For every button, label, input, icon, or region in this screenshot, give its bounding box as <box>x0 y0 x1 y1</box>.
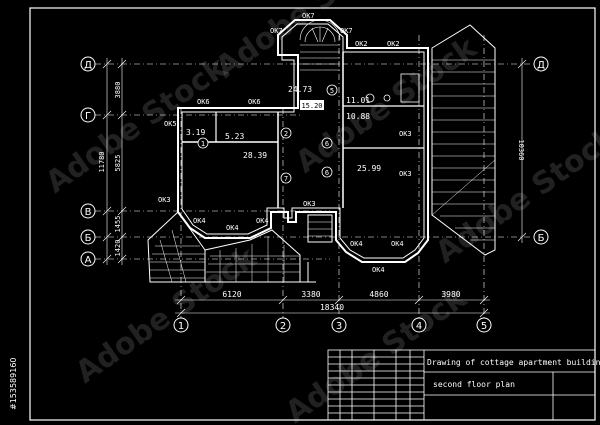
window-tag-ok4-d: OK4 <box>350 240 363 248</box>
window-tag-ok6-a: OK6 <box>197 98 210 106</box>
dim-bottom-total: 18340 <box>320 303 344 312</box>
window-tag-ok2-b: OK2 <box>387 40 400 48</box>
axis-label-b: Б <box>85 233 92 244</box>
staircase <box>299 19 341 71</box>
axis-label-v: В <box>85 207 92 218</box>
title-block-subtitle: second floor plan <box>433 380 515 389</box>
window-tag-ok4-c: OK4 <box>256 217 269 225</box>
window-tag-ok6-b: OK6 <box>248 98 261 106</box>
dim-bottom-6120: 6120 <box>222 290 241 299</box>
door-tag-6b: 6 <box>325 169 329 177</box>
axis-label-5: 5 <box>481 321 487 332</box>
axis-label-g: Г <box>85 111 91 122</box>
title-block <box>327 349 596 421</box>
door-tag-1: 1 <box>201 140 205 148</box>
door-tag-6: 6 <box>325 140 329 148</box>
dim-left-1420: 1420 <box>114 240 122 257</box>
room-area-24-73: 24.73 <box>288 85 312 94</box>
axis-label-d-right: Д <box>537 60 545 71</box>
window-tag-ok5: OK5 <box>164 120 177 128</box>
axis-bubbles-left <box>80 56 96 267</box>
window-tag-ok4-e: OK4 <box>391 240 404 248</box>
room-area-25-99: 25.99 <box>357 164 381 173</box>
left-dimension-lines <box>102 58 127 265</box>
dim-left-total: 11780 <box>98 151 106 172</box>
section-mark <box>300 262 316 283</box>
room-area-11-01: 11.01 <box>346 96 370 105</box>
dim-left-1455: 1455 <box>114 216 122 233</box>
dim-left-3880: 3880 <box>114 82 122 99</box>
room-area-5-23: 5.23 <box>225 132 244 141</box>
dim-right-total: 10360 <box>517 139 525 160</box>
door-tag-5: 5 <box>330 87 334 95</box>
roof-hatch-entry <box>307 214 333 243</box>
stock-id-text: #153589160 <box>9 357 18 410</box>
axis-bubbles-bottom <box>173 317 492 333</box>
axis-label-d: Д <box>84 60 92 71</box>
door-tag-2: 2 <box>284 130 288 138</box>
title-block-title: Drawing of cottage apartment building <box>427 358 600 367</box>
dim-left-5825: 5825 <box>114 155 122 172</box>
window-tag-ok7-left: OK7 <box>270 27 283 35</box>
door-markers <box>197 84 338 184</box>
axis-label-2: 2 <box>280 321 286 332</box>
dim-bottom-3380: 3380 <box>301 290 320 299</box>
highlight-box <box>300 100 324 110</box>
window-tag-ok2-a: OK2 <box>355 40 368 48</box>
dim-bottom-3980: 3980 <box>441 290 460 299</box>
door-tag-7: 7 <box>284 175 288 183</box>
axis-bubbles-right <box>533 56 549 245</box>
sheet-border <box>29 7 596 421</box>
dim-bottom-4860: 4860 <box>369 290 388 299</box>
axis-label-b-right: Б <box>538 233 545 244</box>
room-area-3-19: 3.19 <box>186 128 205 137</box>
axis-label-3: 3 <box>336 321 342 332</box>
building-walls <box>177 19 429 263</box>
room-area-10-88: 10.88 <box>346 112 370 121</box>
room-area-15-20: 15.20 <box>301 102 322 110</box>
room-area-28-39: 28.39 <box>243 151 267 160</box>
axis-label-1: 1 <box>178 321 184 332</box>
window-tag-ok3-left: OK3 <box>158 196 171 204</box>
roof-hatch-right <box>431 24 496 256</box>
window-tag-ok4-a: OK4 <box>193 217 206 225</box>
window-tag-ok4-b: OK4 <box>226 224 239 232</box>
watermark-text-4: Adobe Stock <box>69 240 263 391</box>
window-tag-ok4-f: OK4 <box>372 266 385 274</box>
roof-hatch-middle <box>204 229 301 283</box>
watermark-text-5: Adobe Stock <box>279 280 473 425</box>
window-tag-ok3-r2: OK3 <box>399 170 412 178</box>
watermark-text-1: Adobe Stock <box>39 50 233 201</box>
window-tag-ok7-top: OK7 <box>302 12 315 20</box>
window-tag-ok3-mid: OK3 <box>303 200 316 208</box>
axis-label-4: 4 <box>416 321 422 332</box>
window-tag-ok7-right: OK7 <box>340 27 353 35</box>
axis-label-a: А <box>85 255 92 266</box>
window-tag-ok3-r1: OK3 <box>399 130 412 138</box>
bottom-dimension-lines <box>175 295 490 318</box>
right-dimension-line <box>517 58 527 243</box>
bathroom-fixtures <box>365 73 420 103</box>
